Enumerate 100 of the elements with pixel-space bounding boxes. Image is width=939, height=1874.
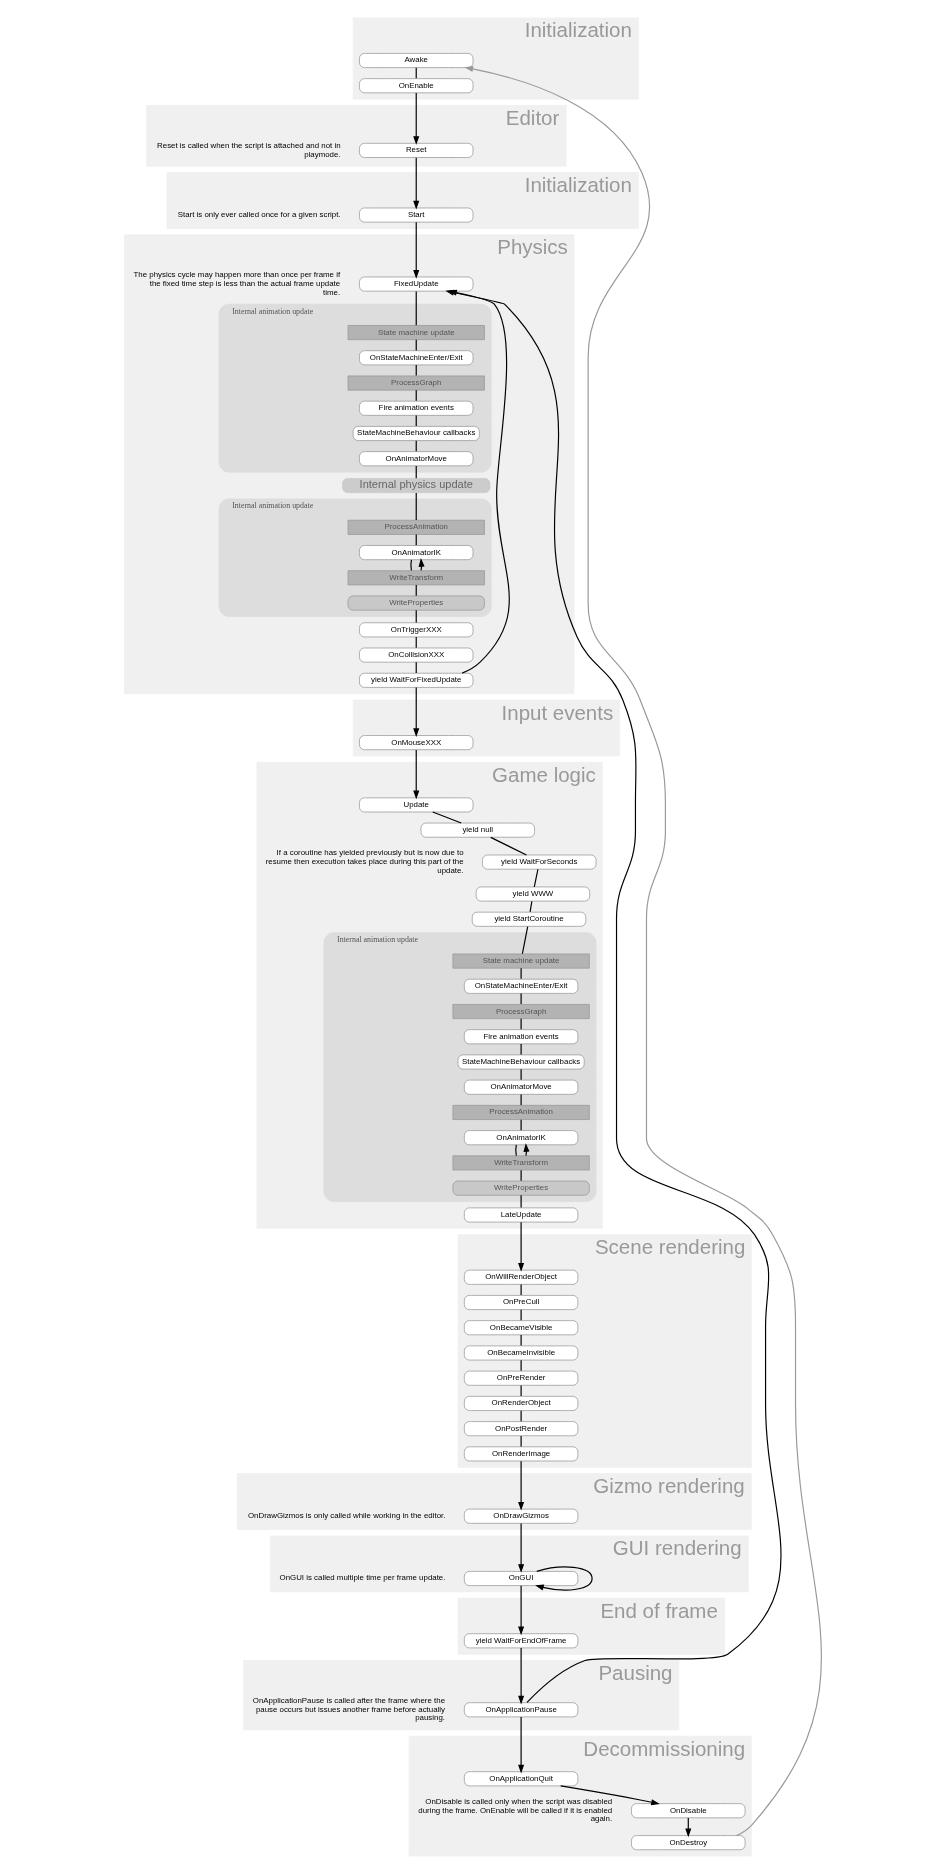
node-box: State machine update [452, 953, 590, 969]
connector [520, 1169, 522, 1182]
connector [529, 900, 532, 913]
node-box: OnWillRenderObject [463, 1269, 578, 1285]
arrow [534, 1566, 593, 1591]
connector [520, 1018, 522, 1030]
node-box: WriteProperties [347, 595, 485, 611]
arrow [517, 1522, 524, 1573]
node-box: OnPostRender [463, 1421, 578, 1437]
node-box: yield WaitForSeconds [481, 854, 596, 870]
connector [520, 1283, 522, 1296]
connector [514, 1144, 517, 1157]
node-box: OnDestroy [630, 1835, 745, 1851]
node-label: Start is only ever called once for a given script. [177, 210, 341, 220]
connector [520, 1334, 522, 1347]
arrow [412, 687, 419, 737]
connector [520, 1043, 522, 1056]
arrow [517, 1221, 524, 1272]
connector [520, 1410, 522, 1422]
connector [521, 926, 528, 955]
connector [520, 1068, 522, 1081]
connector [520, 1093, 522, 1106]
node-box: OnRenderImage [463, 1446, 578, 1462]
connector [520, 1309, 522, 1321]
node-box: WriteProperties [452, 1180, 590, 1196]
node-box: WriteTransform [452, 1155, 590, 1171]
arrow [517, 1460, 524, 1511]
node-box: OnApplicationQuit [463, 1771, 578, 1787]
node-box: OnPreRender [463, 1370, 578, 1386]
node-box: OnBecameInvisible [463, 1345, 578, 1361]
node-label: If a coroutine has yielded previously but is now due to resume then execution takes place during this part of the update. [265, 848, 464, 875]
connector [415, 492, 417, 521]
node-box: OnEnable [358, 78, 473, 94]
node-box: State machine update [347, 325, 485, 341]
arrow [412, 157, 419, 210]
node-box: OnCollisionXXX [358, 647, 473, 663]
node-box: OnBecameVisible [463, 1320, 578, 1336]
connector [415, 364, 417, 377]
node-box: OnStateMachineEnter/Exit [463, 978, 578, 994]
node-box: ProcessGraph [347, 375, 485, 391]
node-box: Fire animation events [463, 1029, 578, 1045]
node-label: Reset is called when the script is attached and not in playmode. [156, 141, 341, 159]
connector [415, 584, 417, 597]
node-box: WriteTransform [347, 570, 485, 586]
connector [520, 1384, 522, 1397]
connector [533, 868, 538, 888]
node-box: OnAnimatorIK [463, 1130, 578, 1146]
node-box: OnMouseXXX [358, 735, 473, 751]
arrow [517, 1647, 524, 1705]
node-box: OnApplicationPause [463, 1702, 578, 1718]
node-box: Reset [358, 142, 473, 158]
node-label: OnGUI is called multiple time per frame update. [279, 1573, 445, 1583]
node-box: OnRenderObject [463, 1395, 578, 1411]
connector [520, 967, 522, 980]
connector [520, 1194, 522, 1209]
arrow [517, 1585, 524, 1636]
connector [415, 290, 417, 326]
connector [431, 811, 462, 824]
node-box: OnStateMachineEnter/Exit [358, 350, 473, 366]
node-box: Start [358, 207, 473, 223]
connector [409, 559, 412, 571]
node-box: yield WWW [475, 886, 590, 902]
node-box: LateUpdate [463, 1207, 578, 1223]
connector [415, 661, 417, 674]
connector [415, 389, 417, 402]
node-box: StateMachineBehaviour callbacks [457, 1054, 585, 1070]
node-box: yield StartCoroutine [471, 911, 586, 927]
arrow [412, 749, 419, 800]
arrow [412, 92, 419, 145]
connector [520, 1359, 522, 1372]
connector [520, 1435, 522, 1448]
node-box: ProcessAnimation [452, 1104, 590, 1120]
node-label: OnDisable is called only when the script was disabled during the frame. OnEnable will be called if it is enabled again. [417, 1797, 612, 1824]
node-label: OnDrawGizmos is only called while working in the editor. [247, 1511, 445, 1521]
node-box: FixedUpdate [358, 276, 473, 292]
node-box: StateMachineBehaviour callbacks [352, 426, 480, 441]
node-box: OnTriggerXXX [358, 622, 473, 638]
node-box: OnGUI [463, 1571, 578, 1586]
node-box: Fire animation events [358, 400, 473, 416]
node-box: yield WaitForFixedUpdate [358, 672, 473, 688]
connector [520, 992, 522, 1005]
node-label: The physics cycle may happen more than once per frame if the fixed time step is less than the actual frame update time. [133, 270, 340, 297]
node-box: OnDrawGizmos [463, 1508, 578, 1524]
node-box: OnAnimatorMove [463, 1079, 578, 1095]
arrow [517, 1716, 524, 1774]
node-box: ProcessAnimation [347, 519, 485, 535]
node-box: Awake [358, 53, 473, 68]
node-box: yield WaitForEndOfFrame [463, 1633, 578, 1649]
node-box: ProcessGraph [452, 1004, 590, 1019]
node-box: OnAnimatorIK [358, 545, 473, 561]
connector [520, 1119, 522, 1131]
node-box: Internal physics update [341, 478, 490, 494]
node-box: Update [358, 797, 473, 813]
node-box: OnPreCull [463, 1295, 578, 1310]
node-label: OnApplicationPause is called after the frame where the pause occurs but issues another frame before actually pausing. [252, 1696, 445, 1723]
arrow [559, 1785, 660, 1806]
node-box: yield null [420, 822, 535, 838]
node-box: OnAnimatorMove [358, 451, 473, 467]
arrow [522, 1143, 529, 1157]
arrow [412, 221, 419, 279]
